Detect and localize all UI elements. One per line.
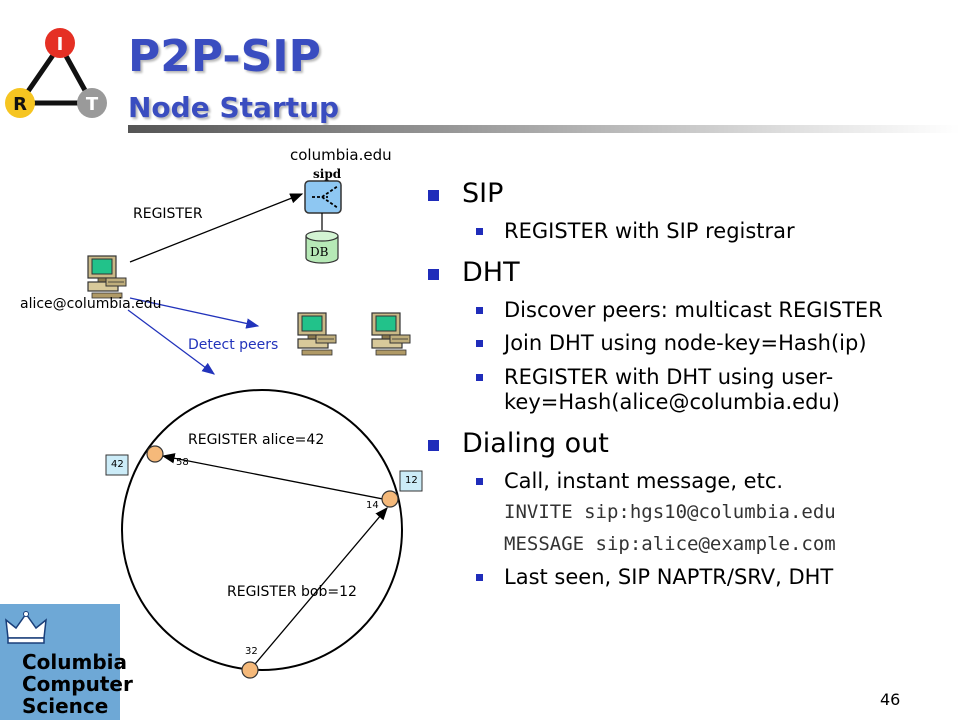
cu-logo-line: Science — [22, 694, 109, 718]
bullet-dialing-item-text: Last seen, SIP NAPTR/SRV, DHT — [504, 564, 834, 589]
sipd-server-icon — [304, 180, 342, 214]
cu-logo-line: Computer — [22, 672, 133, 696]
bullet-dht-item: REGISTER with DHT using user-key=Hash(al… — [428, 365, 898, 416]
logo-triangle-outline — [15, 40, 97, 106]
db-label: DB — [310, 245, 329, 259]
bullet-dht-heading: DHT — [462, 256, 520, 288]
ring-node-14 — [381, 490, 399, 508]
logo-letter-t: T — [86, 94, 99, 115]
logo-circle-r — [5, 88, 35, 118]
node-58-label: 58 — [176, 457, 189, 468]
node-box-42 — [105, 454, 129, 476]
cu-logo-line: Columbia — [22, 650, 128, 674]
node-box-12 — [399, 470, 423, 492]
invite-code-line: INVITE sip:hgs10@columbia.edu — [504, 500, 836, 523]
node-box-42-label: 42 — [111, 459, 124, 470]
logo-letter-i: I — [57, 34, 64, 55]
bullet-dht-item-text: REGISTER with DHT using user-key=Hash(al… — [504, 364, 840, 415]
columbia-logo: Columbia Computer Science — [0, 604, 133, 720]
bullet-dht-item-text: Join DHT using node-key=Hash(ip) — [504, 331, 867, 356]
register-alice-arrow — [161, 453, 389, 501]
crown-icon — [5, 611, 47, 644]
register-alice-label: REGISTER alice=42 — [188, 432, 325, 448]
server-domain-label: columbia.edu — [290, 146, 392, 164]
logo-circle-t — [77, 88, 107, 118]
bullet-list: SIP REGISTER with SIP registrar DHT Disc… — [428, 178, 948, 590]
peer-computer-icon — [297, 312, 337, 356]
slide-subtitle: Node Startup — [128, 91, 340, 124]
bullet-dht: DHT — [428, 257, 948, 288]
node-32-label: 32 — [245, 646, 258, 657]
peer-computer-icon — [371, 312, 411, 356]
bullet-sip-item-text: REGISTER with SIP registrar — [504, 219, 795, 243]
bullet-dht-item: Join DHT using node-key=Hash(ip) — [428, 331, 948, 357]
ring-node-32 — [241, 661, 259, 679]
db-cylinder-icon — [305, 230, 339, 264]
bullet-dialing-item: Last seen, SIP NAPTR/SRV, DHT — [428, 565, 948, 591]
register-bob-arrow — [249, 507, 388, 671]
register-bob-label: REGISTER bob=12 — [227, 584, 357, 600]
bullet-sip-heading: SIP — [462, 178, 504, 209]
bullet-dialing: Dialing out — [428, 428, 948, 459]
detect-arrow — [127, 309, 216, 375]
bullet-dht-item: Discover peers: multicast REGISTER — [428, 298, 948, 324]
register-arrow — [129, 193, 304, 263]
sipd-label: sipd — [313, 167, 342, 181]
logo-circle-i — [45, 28, 75, 58]
bullet-dht-item-text: Discover peers: multicast REGISTER — [504, 297, 883, 322]
title-rule — [128, 125, 960, 133]
bullet-dialing-item-text: Call, instant message, etc. — [504, 469, 784, 494]
bullet-sip: SIP — [428, 178, 948, 209]
dht-ring — [121, 389, 403, 671]
detect-peers-label: Detect peers — [188, 337, 279, 353]
bullet-sip-item: REGISTER with SIP registrar — [428, 219, 948, 245]
node-14-label: 14 — [366, 500, 379, 511]
bullet-dialing-item: Call, instant message, etc. — [428, 469, 948, 495]
message-code-line: MESSAGE sip:alice@example.com — [504, 532, 836, 555]
register-label: REGISTER — [133, 206, 203, 222]
bullet-dialing-heading: Dialing out — [462, 428, 609, 460]
irt-logo: I R T — [5, 28, 107, 118]
client-address-label: alice@columbia.edu — [20, 296, 162, 312]
detect-arrow — [129, 297, 260, 329]
slide-title: P2P-SIP — [128, 31, 321, 82]
client-computer-icon — [87, 255, 127, 299]
page-number: 46 — [880, 690, 901, 709]
logo-letter-r: R — [13, 94, 27, 115]
node-box-12-label: 12 — [405, 475, 418, 486]
ring-node-58 — [146, 445, 164, 463]
